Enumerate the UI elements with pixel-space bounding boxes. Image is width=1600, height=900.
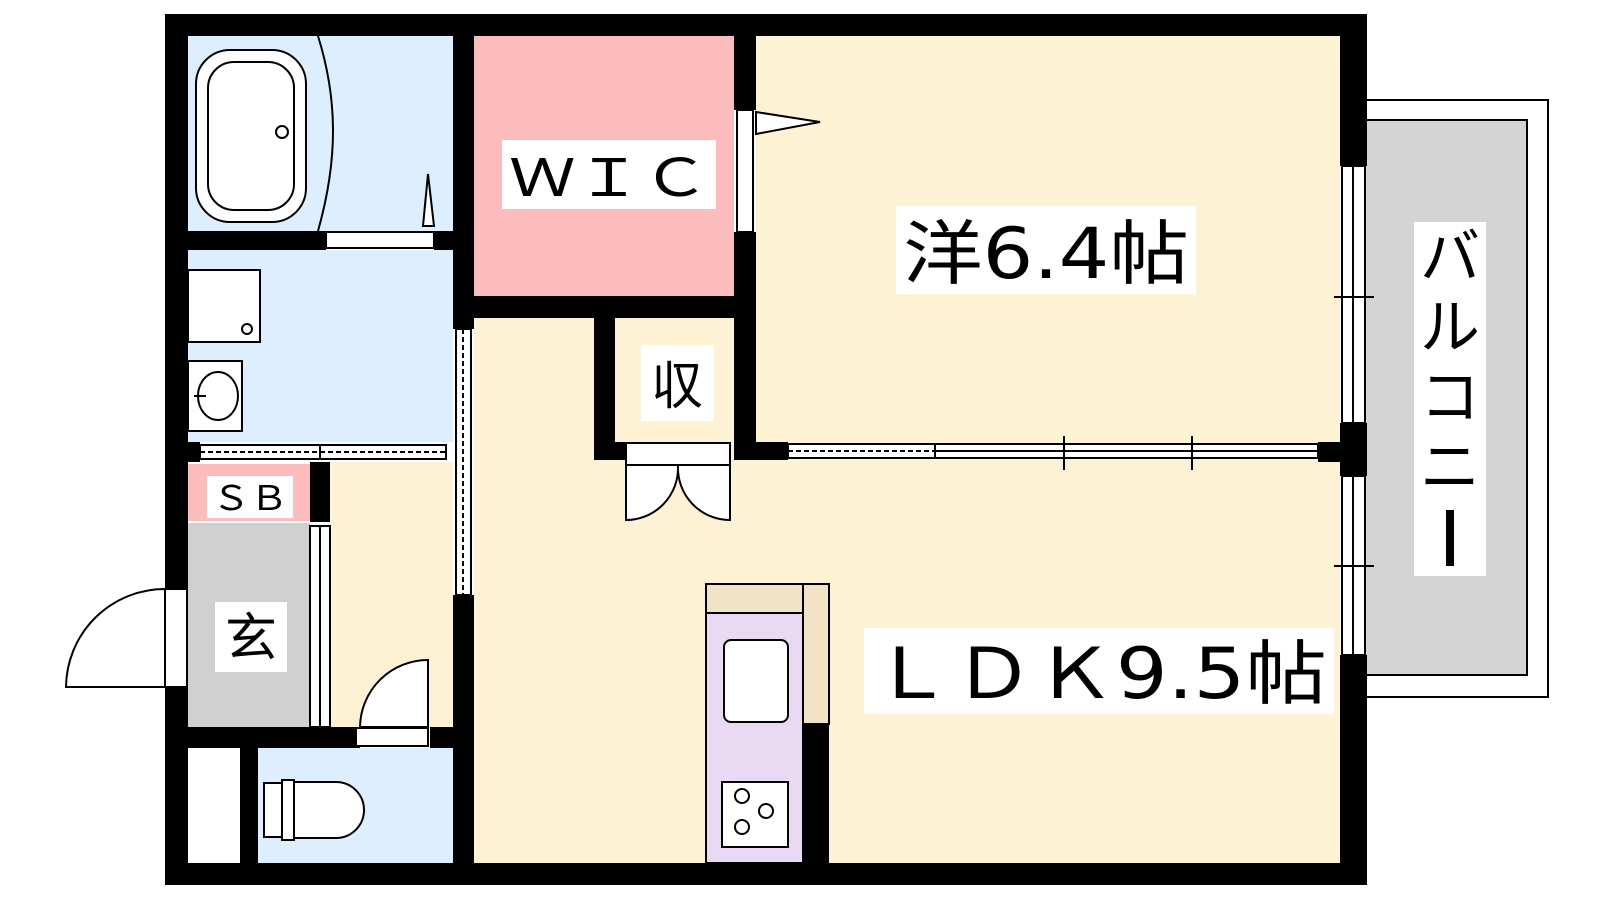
toilet-tank-icon: [263, 782, 283, 838]
room-label-ldk: ＬＤＫ9.5帖: [871, 633, 1327, 715]
closet-door-left: [625, 465, 680, 522]
room-label-balcony-1: バ: [1420, 223, 1480, 293]
wall-toilet-top-right: [430, 727, 474, 748]
wall-closet-bottom-left: [594, 442, 626, 460]
wall-right-top: [1340, 14, 1367, 166]
stove-icon: [721, 781, 789, 848]
wic-door-panel: [736, 109, 754, 233]
wall-closet-left: [594, 318, 615, 460]
balcony: [1337, 99, 1549, 698]
windows: [1334, 165, 1374, 656]
wall-left-upper: [165, 14, 188, 589]
room-label-entrance: 玄: [225, 609, 277, 669]
kitchen-counter-side: [802, 583, 830, 725]
bathtub-icon: [195, 49, 307, 223]
toilet-icon: [293, 781, 365, 839]
toilet-door: [358, 658, 429, 728]
wall-washroom-bottom: [188, 442, 200, 462]
room-label-balcony-3: コ: [1420, 363, 1480, 433]
wall-right-bottom: [1340, 655, 1367, 885]
room-label-balcony-5: [1446, 510, 1454, 566]
wic-door-marker: [755, 110, 821, 136]
wall-wic-right-upper: [734, 14, 756, 110]
shower-icon: [421, 173, 436, 227]
wall-storage-divider: [240, 748, 258, 885]
walls: [165, 14, 1367, 885]
room-label-western: 洋6.4帖: [903, 213, 1189, 295]
bath-door: [325, 231, 435, 249]
front-door: [64, 587, 166, 688]
wall-western-bottom-end: [1318, 442, 1367, 462]
sliding-doors: [199, 109, 1319, 728]
wall-wic-bottom: [474, 296, 756, 318]
wall-shoebox-right: [310, 462, 330, 522]
room-label-balcony-4: ニ: [1420, 433, 1480, 503]
wall-bottom: [165, 863, 1367, 885]
wall-toilet-top-left: [188, 727, 360, 748]
room-label-balcony-2: ル: [1420, 293, 1480, 363]
wall-kitchen-back: [803, 724, 829, 863]
closet-door-right: [676, 465, 731, 522]
swing-doors: [64, 442, 731, 747]
wall-wic-right-lower: [734, 232, 756, 460]
storage-area: [188, 748, 240, 863]
sink-icon: [723, 639, 789, 723]
wall-bath-bottom-right: [434, 231, 474, 250]
room-label-closet: 収: [651, 357, 703, 417]
wall-left-lower: [165, 687, 188, 885]
room-labels: ＷＩＣ 洋6.4帖 収 ＬＤＫ9.5帖 ＳＢ 玄 バ ル コ ニ: [207, 140, 1486, 715]
fixtures: [187, 35, 830, 864]
ldk-area: [474, 318, 1340, 863]
wall-bath-bottom-left: [188, 231, 326, 250]
wall-wet-core-upper: [453, 14, 474, 329]
wall-closet-bottom-right: [734, 442, 788, 460]
wall-top: [165, 14, 1367, 36]
room-label-shoebox: ＳＢ: [212, 479, 288, 519]
room-label-wic: ＷＩＣ: [509, 149, 709, 209]
